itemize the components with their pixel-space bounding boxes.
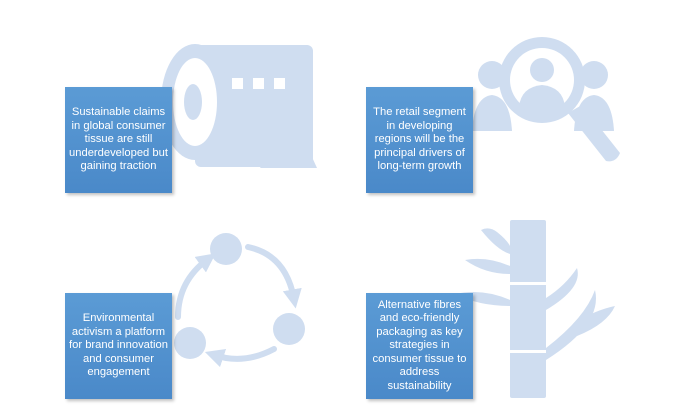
cycle-icon [174,233,305,368]
claims-text: Sustainable claims in global consumer ti… [69,106,168,173]
claims-text-box: Sustainable claims in global consumer ti… [65,87,172,193]
bamboo-icon [455,220,615,398]
activism-text: Environmental activism a platform for br… [69,312,168,379]
fibres-text: Alternative fibres and eco-friendly pack… [372,299,467,392]
retail-text-box: The retail segment in developing regions… [366,87,473,193]
fibres-text-box: Alternative fibres and eco-friendly pack… [366,293,473,399]
activism-text-box: Environmental activism a platform for br… [65,293,172,399]
retail-text: The retail segment in developing regions… [373,106,466,173]
people-search-icon [472,37,620,162]
toilet-paper-icon [161,44,317,168]
